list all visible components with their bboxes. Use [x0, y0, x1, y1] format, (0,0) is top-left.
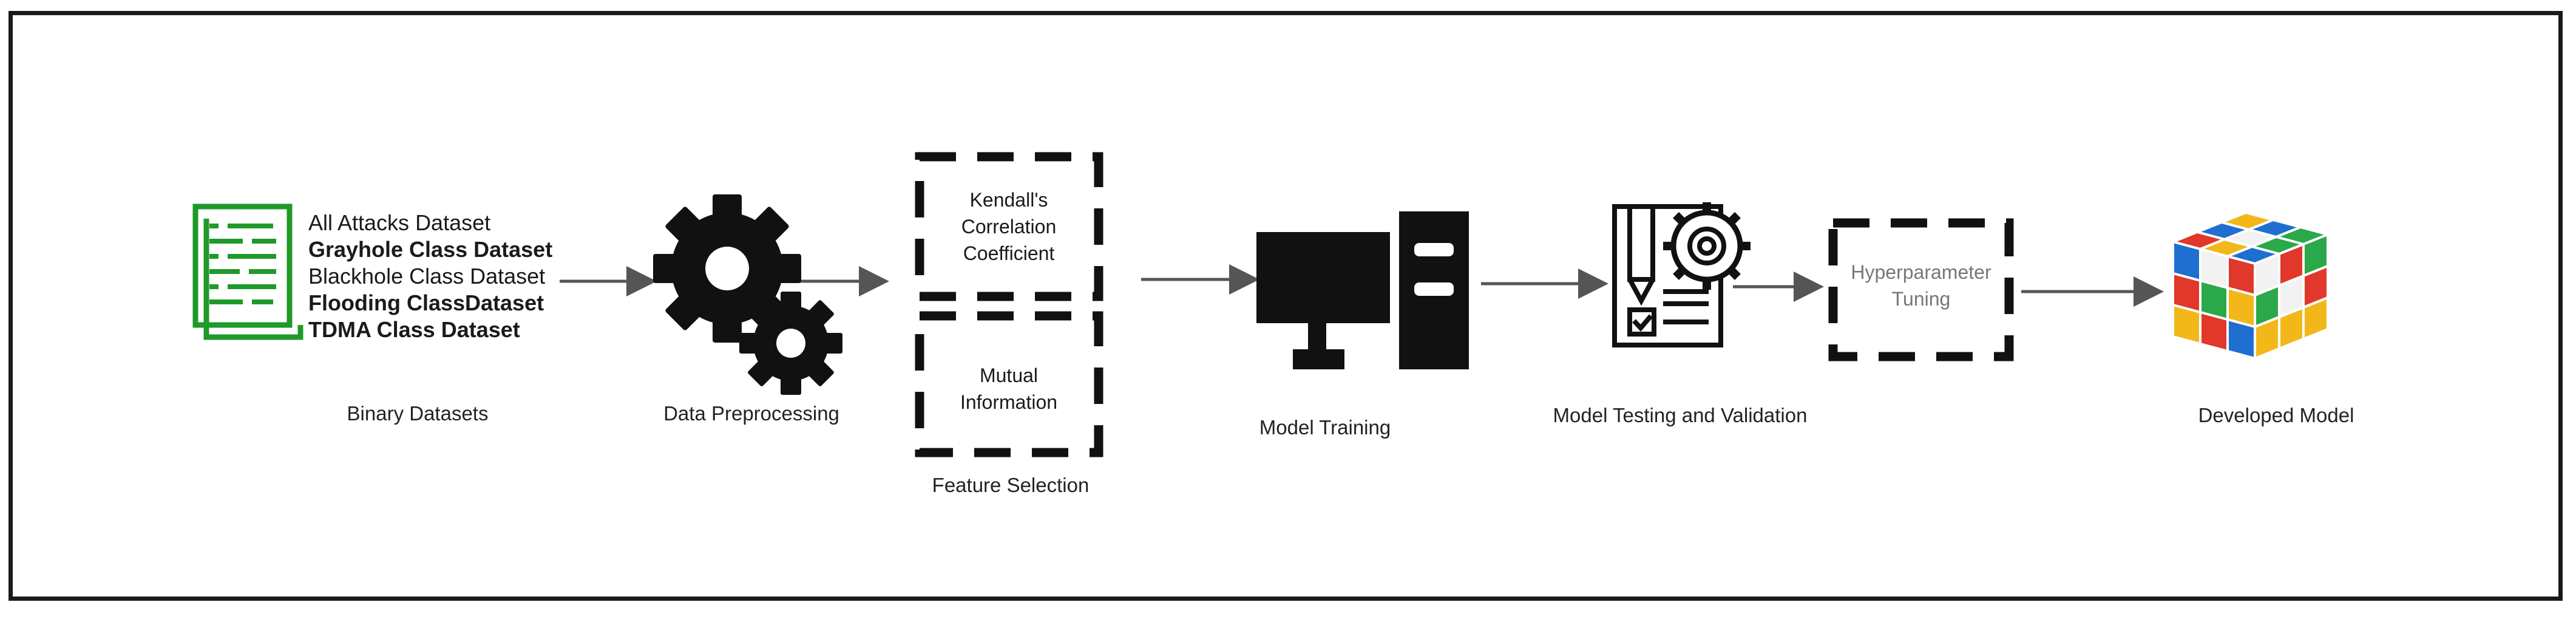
- caption-data-preprocessing: Data Preprocessing: [663, 402, 839, 425]
- feature-box-kendall: [915, 152, 1103, 301]
- hyperparameter-line-2: Tuning: [1891, 288, 1951, 310]
- diagram-frame: [8, 11, 2563, 601]
- gears-icon: [653, 194, 842, 395]
- dataset-item: TDMA Class Dataset: [308, 317, 520, 342]
- rubiks-cube-icon: [2172, 211, 2329, 360]
- hyperparameter-label: Hyperparameter Tuning: [1851, 259, 1991, 312]
- caption-model-training: Model Training: [1259, 416, 1391, 439]
- document-icon: [192, 203, 303, 340]
- flow-arrows: [560, 264, 2164, 307]
- hyperparameter-box: [1828, 218, 2014, 361]
- dataset-item: Flooding ClassDataset: [308, 290, 544, 315]
- caption-model-testing: Model Testing and Validation: [1553, 404, 1808, 426]
- mutual-line-1: Mutual: [979, 364, 1039, 386]
- dataset-list: All Attacks Dataset Grayhole Class Datas…: [308, 210, 552, 343]
- kendall-line-2: Correlation: [961, 216, 1057, 238]
- kendall-label: Kendall's Correlation Coefficient: [961, 186, 1057, 267]
- checklist-gear-icon: [1612, 202, 1751, 347]
- dataset-item: All Attacks Dataset: [308, 210, 491, 235]
- dataset-item: Blackhole Class Dataset: [308, 264, 546, 289]
- dataset-item: Grayhole Class Dataset: [308, 237, 553, 262]
- caption-binary-datasets: Binary Datasets: [347, 402, 489, 425]
- kendall-line-1: Kendall's: [969, 189, 1048, 211]
- computer-icon: [1256, 211, 1469, 369]
- caption-feature-selection: Feature Selection: [932, 474, 1090, 496]
- feature-box-mutual: [915, 311, 1103, 457]
- kendall-line-3: Coefficient: [963, 242, 1055, 264]
- mutual-information-label: Mutual Information: [960, 362, 1057, 416]
- mutual-line-2: Information: [960, 391, 1058, 413]
- hyperparameter-line-1: Hyperparameter: [1851, 261, 1991, 283]
- caption-developed-model: Developed Model: [2198, 404, 2354, 426]
